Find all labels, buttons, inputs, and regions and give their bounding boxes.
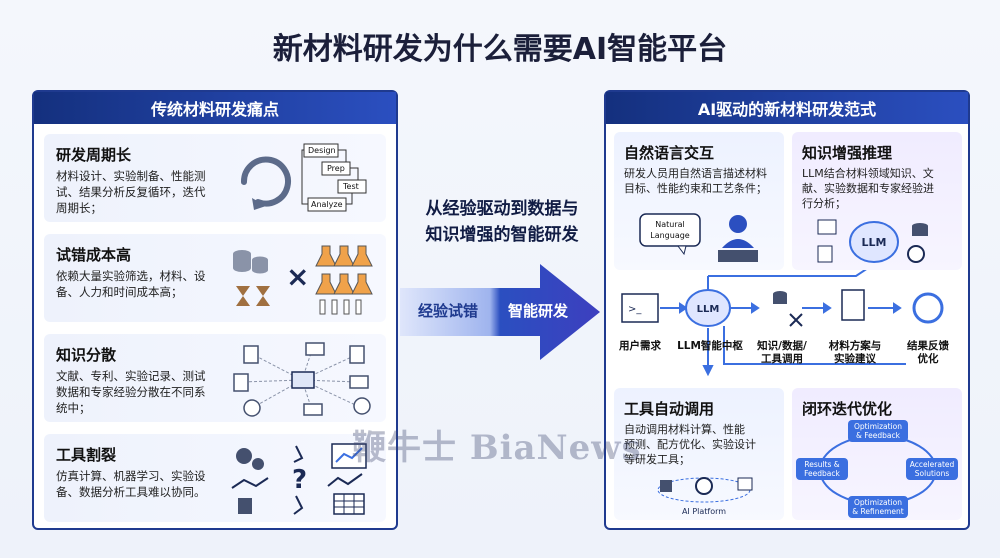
transition-arrow-icon (400, 264, 600, 360)
brain-label: LLM (862, 236, 887, 249)
hub-badge: LLM (697, 304, 720, 315)
nl-desc-line: 目标、性能约束和工艺条件； (624, 182, 767, 195)
step-prep: Prep (327, 164, 345, 173)
loop-card: 闭环迭代优化 Optimization & Feedback Accelerat… (792, 388, 962, 520)
pain-points-header: 传统材料研发痛点 (34, 92, 396, 124)
pain-title: 知识分散 (56, 346, 117, 364)
tool-desc: 自动调用材料计算、性能 预测、配方优化、实验设计 等研发工具； (624, 422, 756, 467)
platform-label: AI Platform (682, 507, 726, 516)
pain-desc: 仿真计算、机器学习、实验设备、数据分析工具难以协同。 (56, 469, 206, 499)
loop-node3-l2: & Refinement (852, 507, 903, 516)
loop-title: 闭环迭代优化 (802, 400, 893, 418)
transition-line1: 从经验驱动到数据与 (425, 199, 579, 219)
tool-desc-line: 自动调用材料计算、性能 (624, 423, 745, 436)
loop-node1-l2: & Feedback (856, 431, 901, 440)
watermark: 鞭牛士 BiaNews (352, 428, 642, 468)
step-test: Test (342, 182, 359, 191)
loop-diagram: Optimization & Feedback Accelerated Solu… (796, 420, 958, 518)
pain-card-cost: 试错成本高 依赖大量实验筛选，材料、设备、人力和时间成本高； × (44, 234, 386, 322)
flow-tools-line: 知识/数据/ (757, 340, 807, 352)
ai-paradigm-panel: AI驱动的新材料研发范式 自然语言交互 研发人员用自然语言描述材料 目标、性能约… (604, 90, 970, 530)
flow-feedback-line: 优化 (917, 353, 939, 365)
flow-diagram: >_ LLM (621, 270, 944, 377)
transition-line2: 知识增强的智能研发 (425, 225, 579, 245)
nl-desc-line: 研发人员用自然语言描述材料 (624, 167, 767, 180)
loop-node4-l2: Feedback (804, 469, 840, 478)
page-title: 新材料研发为什么需要AI智能平台 (272, 32, 728, 67)
flow-user: 用户需求 (619, 340, 661, 352)
flow-tools: 知识/数据/ 工具调用 (750, 340, 814, 366)
loop-node1-l1: Optimization (854, 422, 902, 431)
pain-card-knowledge: 知识分散 文献、专利、实验记录、测试数据和专家经验分散在不同系统中； (44, 334, 386, 422)
tool-desc-line: 等研发工具； (624, 453, 690, 466)
tool-desc-line: 预测、配方优化、实验设计 (624, 438, 756, 451)
question-icon: ? (292, 465, 307, 495)
kr-desc-line: LLM结合材料领域知识、文 (802, 167, 934, 180)
chat-bubble-icon: Natural Language (639, 213, 758, 262)
bubble-line2: Language (650, 231, 690, 240)
transition-caption: 从经验驱动到数据与 知识增强的智能研发 (404, 196, 600, 248)
flow-plan: 材料方案与 实验建议 (822, 340, 888, 366)
tool-title: 工具自动调用 (624, 400, 715, 418)
svg-text:>_: >_ (628, 304, 642, 315)
scattered-knowledge-icon (233, 342, 371, 417)
flow-feedback: 结果反馈 优化 (896, 340, 960, 366)
kr-title: 知识增强推理 (802, 144, 893, 162)
bubble-line1: Natural (655, 220, 685, 229)
pain-desc: 材料设计、实验制备、性能测试、结果分析反复循环，迭代周期长； (56, 169, 206, 215)
nl-desc: 研发人员用自然语言描述材料 目标、性能约束和工艺条件； (624, 166, 767, 196)
flow-plan-line: 实验建议 (834, 353, 876, 365)
nl-title: 自然语言交互 (624, 144, 715, 162)
pain-card-cycle: 研发周期长 材料设计、实验制备、性能测试、结果分析反复循环，迭代周期长； Des… (44, 134, 386, 222)
step-design: Design (308, 146, 336, 155)
pain-desc: 文献、专利、实验记录、测试数据和专家经验分散在不同系统中； (56, 369, 206, 415)
loop-node4-l1: Results & (804, 460, 839, 469)
kr-card: 知识增强推理 LLM结合材料领域知识、文 献、实验数据和专家经验进 行分析； L… (792, 132, 962, 270)
nl-card: 自然语言交互 研发人员用自然语言描述材料 目标、性能约束和工艺条件； Natur… (614, 132, 784, 270)
pain-points-panel: 传统材料研发痛点 研发周期长 材料设计、实验制备、性能测试、结果分析反复循环，迭… (32, 90, 398, 530)
fragmented-tools-icon: ? (231, 443, 367, 515)
cross-icon: × (286, 260, 309, 293)
tool-card: 工具自动调用 自动调用材料计算、性能 预测、配方优化、实验设计 等研发工具； A… (614, 388, 784, 520)
to-label: 智能研发 (508, 302, 569, 320)
kr-desc-line: 行分析； (802, 197, 846, 210)
llm-brain-icon: LLM (817, 219, 928, 263)
design-cycle-icon: Design Prep Test Analyze (240, 143, 367, 212)
loop-node2-l2: Solutions (915, 469, 950, 478)
flow-hub: LLM智能中枢 (677, 340, 743, 352)
ai-paradigm-header: AI驱动的新材料研发范式 (606, 92, 968, 124)
loop-node3-l1: Optimization (854, 498, 902, 507)
pain-title: 工具割裂 (56, 446, 117, 464)
loop-node2-l1: Accelerated (910, 460, 955, 469)
cost-icon: × (233, 245, 373, 315)
pain-card-tools: 工具割裂 仿真计算、机器学习、实验设备、数据分析工具难以协同。 ? (44, 434, 386, 522)
kr-desc: LLM结合材料领域知识、文 献、实验数据和专家经验进 行分析； (802, 166, 934, 211)
flow-tools-line: 工具调用 (761, 353, 803, 365)
from-label: 经验试错 (418, 302, 479, 320)
ai-platform-icon: AI Platform (657, 477, 753, 516)
kr-desc-line: 献、实验数据和专家经验进 (802, 182, 934, 195)
step-analyze: Analyze (311, 200, 343, 209)
pain-title: 试错成本高 (56, 246, 132, 264)
flow-plan-line: 材料方案与 (828, 340, 882, 352)
pain-title: 研发周期长 (56, 146, 132, 164)
flow-feedback-line: 结果反馈 (907, 340, 949, 352)
pain-desc: 依赖大量实验筛选，材料、设备、人力和时间成本高； (56, 269, 206, 299)
